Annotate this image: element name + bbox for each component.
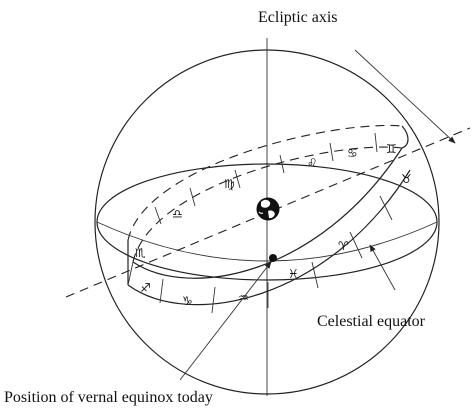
filled-dot-icon — [269, 254, 277, 262]
ecliptic-band-right-edge — [401, 125, 409, 149]
zodiac-leo-icon: ♌ — [307, 156, 318, 170]
celestial-equator-label: Celestial equator — [317, 313, 426, 330]
ecliptic-band-front-upper — [132, 147, 403, 279]
zodiac-virgo-icon: ♍ — [224, 177, 235, 191]
ecliptic-axis-arrow — [354, 49, 456, 144]
ecliptic-band-front-lower — [127, 169, 411, 306]
celestial-equator-arrow — [369, 244, 396, 291]
earth-globe-icon — [256, 197, 280, 221]
ecliptic-back-dividers — [154, 132, 378, 225]
zodiac-aries-icon: ♈ — [338, 239, 349, 253]
zodiac-pisces-icon: ♓ — [288, 267, 299, 281]
zodiac-libra-icon: ♎ — [172, 207, 183, 221]
zodiac-taurus-icon: ♉ — [401, 172, 412, 186]
ecliptic-axis-label: Ecliptic axis — [258, 9, 338, 26]
zodiac-gemini-icon: ♊ — [386, 142, 397, 156]
zodiac-cancer-icon: ♋ — [347, 146, 358, 160]
celestial-equator-front-arc — [96, 221, 438, 262]
vernal-equinox-label: Position of vernal equinox today — [4, 389, 213, 406]
ecliptic-band-back-lower — [132, 146, 403, 263]
zodiac-sagittarius-icon: ♐ — [140, 281, 151, 295]
zodiac-scorpio-icon: ♏ — [135, 246, 146, 260]
ecliptic-band-back-upper — [127, 124, 403, 241]
ecliptic-front-dividers — [159, 195, 393, 314]
vernal-equinox-arrow — [179, 261, 272, 381]
ecliptic-band-left-join — [127, 261, 134, 286]
zodiac-capricorn-icon: ♑ — [182, 294, 193, 308]
